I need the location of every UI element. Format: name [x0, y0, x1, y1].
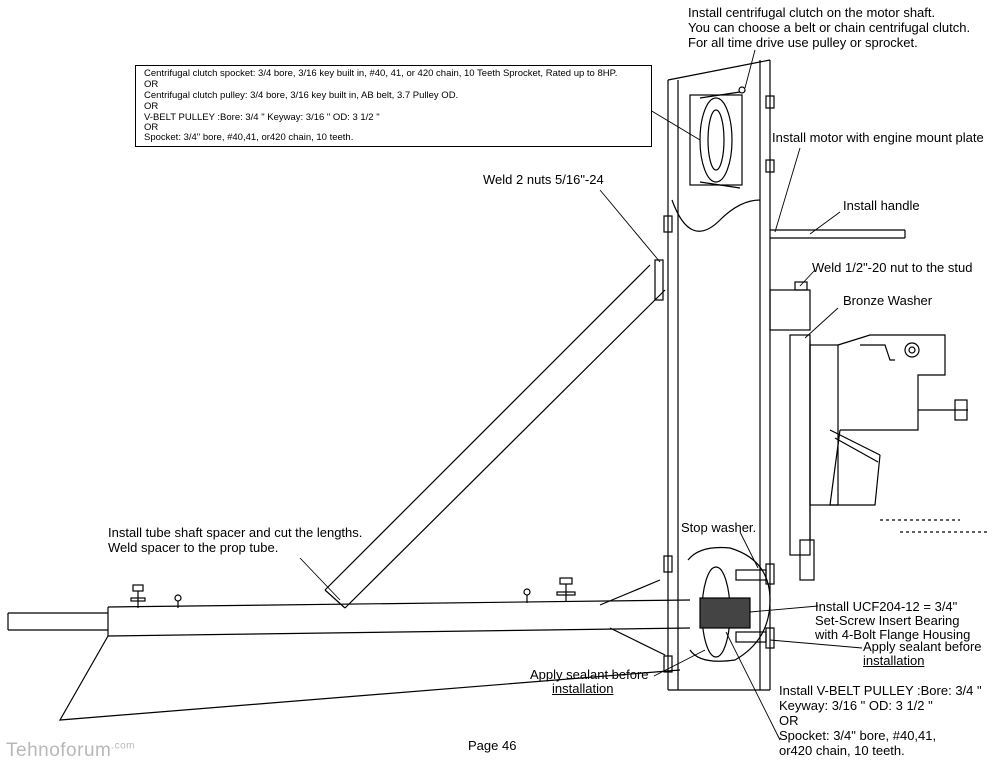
- leader-lines: [299, 49, 863, 741]
- spec-line-6: OR: [144, 122, 159, 133]
- page-number: Page 46: [468, 738, 517, 753]
- vbelt-pulley-line-1: Install V-BELT PULLEY :Bore: 3/4 ": [779, 683, 982, 698]
- vbelt-pulley-line-5: or420 chain, 10 teeth.: [779, 743, 905, 758]
- clutch-note-line-3: For all time drive use pulley or sprocke…: [688, 35, 918, 50]
- stop-washer-label: Stop washer.: [681, 520, 757, 535]
- weld-nuts-label: Weld 2 nuts 5/16"-24: [483, 172, 604, 187]
- prop-shaft: [7, 599, 691, 637]
- clutch-spec-box: Centrifugal clutch spocket: 3/4 bore, 3/…: [135, 65, 652, 147]
- sealant-left-line-2: installation: [552, 681, 614, 696]
- install-motor-label: Install motor with engine mount plate: [772, 130, 984, 145]
- clutch-note-line-2: You can choose a belt or chain centrifug…: [688, 20, 971, 35]
- vbelt-pulley-line-3: OR: [779, 713, 799, 728]
- sealant-left-line-1: Apply sealant before: [530, 667, 649, 682]
- handle-plate: [770, 229, 906, 239]
- spec-line-2: OR: [144, 79, 159, 90]
- hidden-lines: [880, 519, 990, 533]
- sealant-right-line-1: Apply sealant before: [863, 639, 982, 654]
- watermark: Tehnoforum.com: [6, 740, 135, 762]
- skeg: [58, 579, 681, 721]
- vertical-tube: [663, 59, 775, 691]
- clutch-pulley: [671, 86, 761, 232]
- watermark-name: Tehnoforum: [6, 740, 112, 761]
- watermark-suffix: .com: [111, 740, 136, 752]
- install-handle-label: Install handle: [843, 198, 920, 213]
- weld-stud-nut-label: Weld 1/2"-20 nut to the stud: [812, 260, 973, 275]
- clutch-note-line-1: Install centrifugal clutch on the motor …: [688, 5, 936, 20]
- tube-bolts: [130, 577, 576, 608]
- vbelt-pulley-line-2: Keyway: 3/16 " OD: 3 1/2 ": [779, 698, 933, 713]
- diagonal-brace: [324, 259, 666, 609]
- spec-line-3: Centrifugal clutch pulley: 3/4 bore, 3/1…: [144, 90, 459, 101]
- spec-line-5: V-BELT PULLEY :Bore: 3/4 " Keyway: 3/16 …: [144, 112, 380, 123]
- vbelt-pulley-line-4: Spocket: 3/4" bore, #40,41,: [779, 728, 937, 743]
- spec-line-4: OR: [144, 101, 159, 112]
- clamp-bracket: [769, 281, 968, 581]
- bearing-label-line-1: Install UCF204-12 = 3/4": [815, 599, 958, 614]
- bearing-label-line-2: Set-Screw Insert Bearing: [815, 613, 960, 628]
- sealant-right-line-2: installation: [863, 653, 925, 668]
- spec-line-1: Centrifugal clutch spocket: 3/4 bore, 3/…: [144, 68, 618, 79]
- bronze-washer-label: Bronze Washer: [843, 293, 933, 308]
- spec-line-7: Spocket: 3/4" bore, #40,41, or420 chain,…: [144, 132, 354, 143]
- tube-spacer-label-line-2: Weld spacer to the prop tube.: [108, 540, 279, 555]
- bearing-label-line-3: with 4-Bolt Flange Housing: [815, 627, 971, 642]
- tube-spacer-label-line-1: Install tube shaft spacer and cut the le…: [108, 525, 363, 540]
- lower-pulley: [687, 546, 775, 662]
